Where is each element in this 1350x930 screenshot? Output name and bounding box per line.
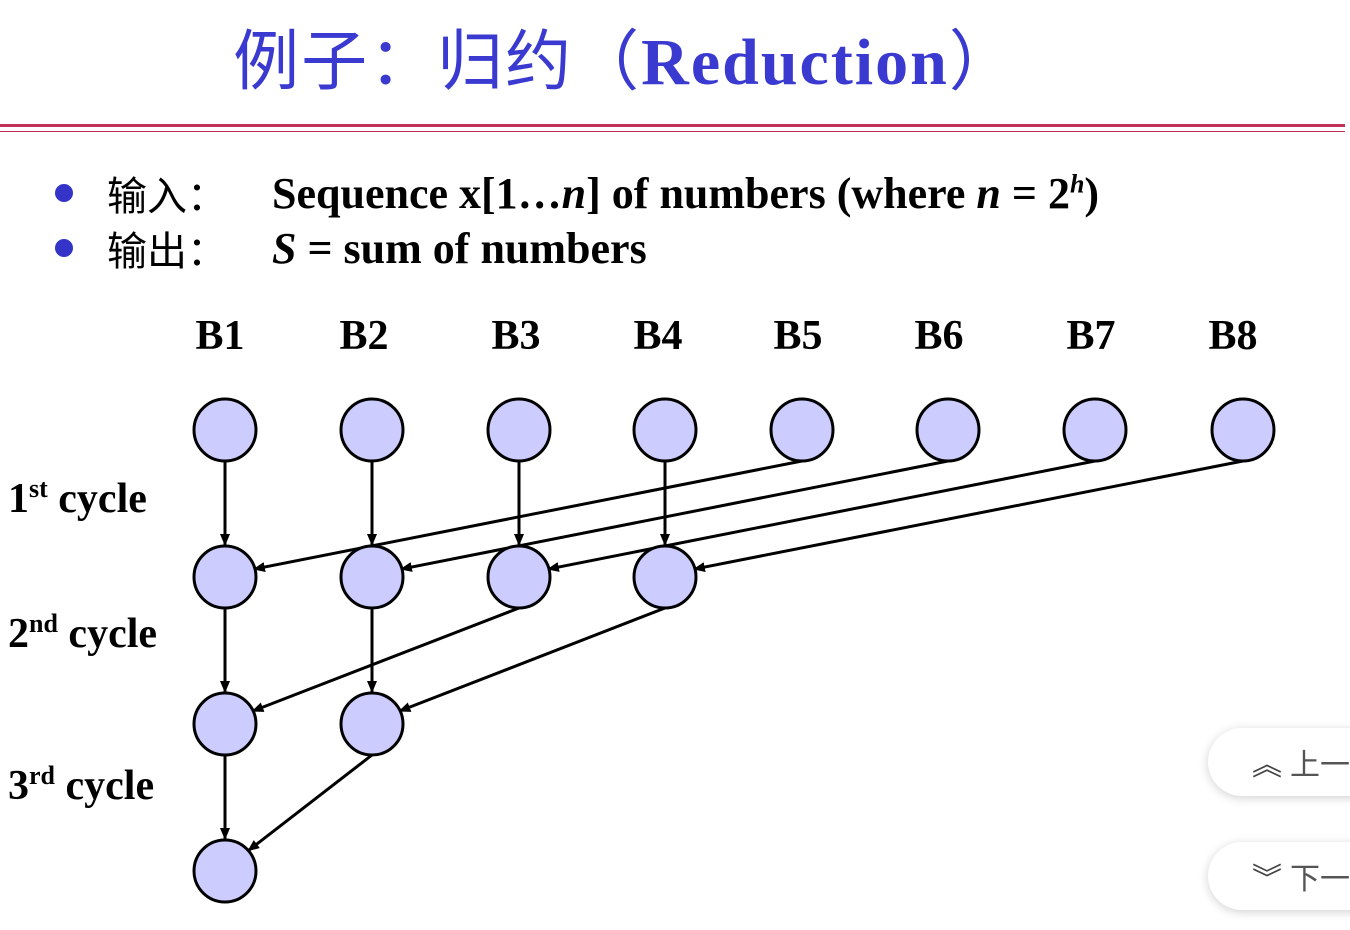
column-label-b1: B1 bbox=[195, 313, 245, 359]
bullet-input: 输入： Sequence x[1…n] of numbers (where n … bbox=[55, 166, 1099, 220]
bullet-value: S = sum of numbers bbox=[272, 223, 647, 273]
tree-node bbox=[486, 544, 552, 610]
tree-node bbox=[632, 397, 698, 463]
column-label-b3: B3 bbox=[491, 313, 541, 359]
title-en: Reduction bbox=[641, 26, 949, 99]
prev-label: 上一 bbox=[1290, 748, 1350, 783]
title-zh: 例子：归约（ bbox=[233, 26, 642, 99]
column-label-b2: B2 bbox=[339, 313, 389, 359]
bullet-value: Sequence x[1…n] of numbers (where n = 2h… bbox=[272, 168, 1100, 218]
cycle-label-3: 3rd cycle bbox=[8, 761, 155, 809]
cycle-label-2: 2nd cycle bbox=[8, 609, 158, 657]
title-close: ） bbox=[948, 26, 1017, 99]
tree-node bbox=[915, 397, 981, 463]
slide-title: 例子：归约（Reduction） bbox=[0, 8, 1250, 104]
tree-node bbox=[339, 691, 405, 757]
tree-edge-arrow bbox=[399, 459, 949, 572]
cycle-label-1: 1st cycle bbox=[8, 474, 147, 522]
column-label-b4: B4 bbox=[633, 313, 683, 359]
double-chevron-up-icon: ︽ bbox=[1252, 748, 1282, 783]
tree-edge-arrow bbox=[398, 606, 666, 713]
tree-node bbox=[632, 544, 698, 610]
tree-node bbox=[1062, 397, 1128, 463]
next-page-button[interactable]: ︾ 下一 bbox=[1208, 842, 1350, 910]
bullet-key: 输入： bbox=[107, 174, 227, 220]
tree-node bbox=[1210, 397, 1276, 463]
title-rule-thin bbox=[0, 131, 1345, 132]
next-label: 下一 bbox=[1290, 862, 1350, 897]
tree-edge-arrow bbox=[252, 459, 803, 572]
tree-node bbox=[192, 397, 258, 463]
tree-node bbox=[769, 397, 835, 463]
tree-node bbox=[192, 544, 258, 610]
tree-edge-arrow bbox=[546, 459, 1096, 572]
tree-edge-arrow bbox=[247, 753, 373, 852]
bullet-dot-icon bbox=[55, 239, 73, 257]
prev-page-button[interactable]: ︽ 上一 bbox=[1208, 728, 1350, 796]
double-chevron-down-icon: ︾ bbox=[1252, 862, 1282, 897]
tree-edge-arrow bbox=[692, 459, 1244, 572]
bullet-key: 输出： bbox=[107, 229, 227, 275]
tree-node bbox=[339, 544, 405, 610]
column-label-b5: B5 bbox=[773, 313, 823, 359]
bullet-output: 输出： S = sum of numbers bbox=[55, 221, 647, 275]
column-label-b7: B7 bbox=[1066, 313, 1116, 359]
tree-node bbox=[486, 397, 552, 463]
tree-node bbox=[339, 397, 405, 463]
tree-edge-arrow bbox=[251, 606, 520, 713]
title-rule-thick bbox=[0, 124, 1345, 127]
tree-node bbox=[192, 838, 258, 904]
column-label-b6: B6 bbox=[914, 313, 964, 359]
tree-node bbox=[192, 691, 258, 757]
bullet-dot-icon bbox=[55, 184, 73, 202]
column-label-b8: B8 bbox=[1208, 313, 1258, 359]
